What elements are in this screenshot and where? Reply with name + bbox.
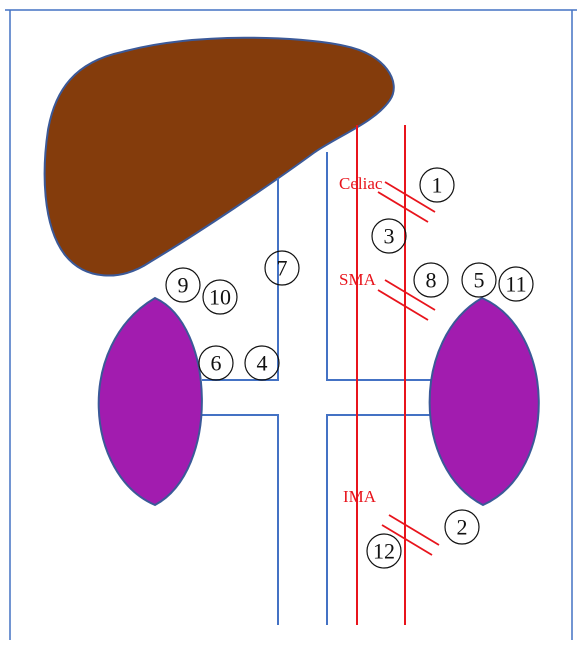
marker-2-label: 2 — [457, 515, 468, 540]
marker-11-label: 11 — [505, 272, 526, 297]
marker-11: 11 — [498, 266, 534, 302]
ligation-marks — [377, 181, 440, 556]
marker-3-label: 3 — [384, 224, 395, 249]
marker-2: 2 — [444, 509, 480, 545]
marker-5-label: 5 — [474, 268, 485, 293]
ivc-and-renal-veins — [202, 152, 432, 625]
marker-8-label: 8 — [426, 268, 437, 293]
marker-4-label: 4 — [257, 351, 268, 376]
marker-3: 3 — [371, 218, 407, 254]
marker-7: 7 — [264, 250, 300, 286]
sma-label: SMA — [339, 270, 377, 289]
marker-10-label: 10 — [209, 285, 231, 310]
marker-9-label: 9 — [178, 273, 189, 298]
left-kidney — [97, 296, 203, 507]
frame — [5, 9, 577, 640]
marker-10: 10 — [202, 279, 238, 315]
celiac-label: Celiac — [339, 174, 383, 193]
marker-12: 12 — [366, 533, 402, 569]
marker-9: 9 — [165, 267, 201, 303]
marker-5: 5 — [461, 262, 497, 298]
marker-1: 1 — [419, 167, 455, 203]
marker-7-label: 7 — [277, 256, 288, 281]
marker-6: 6 — [198, 345, 234, 381]
marker-12-label: 12 — [373, 539, 395, 564]
right-kidney — [428, 296, 540, 507]
ima-label: IMA — [343, 487, 377, 506]
marker-6-label: 6 — [211, 351, 222, 376]
marker-1-label: 1 — [432, 173, 443, 198]
marker-4: 4 — [244, 345, 280, 381]
marker-8: 8 — [413, 262, 449, 298]
liver-shape — [43, 36, 395, 277]
